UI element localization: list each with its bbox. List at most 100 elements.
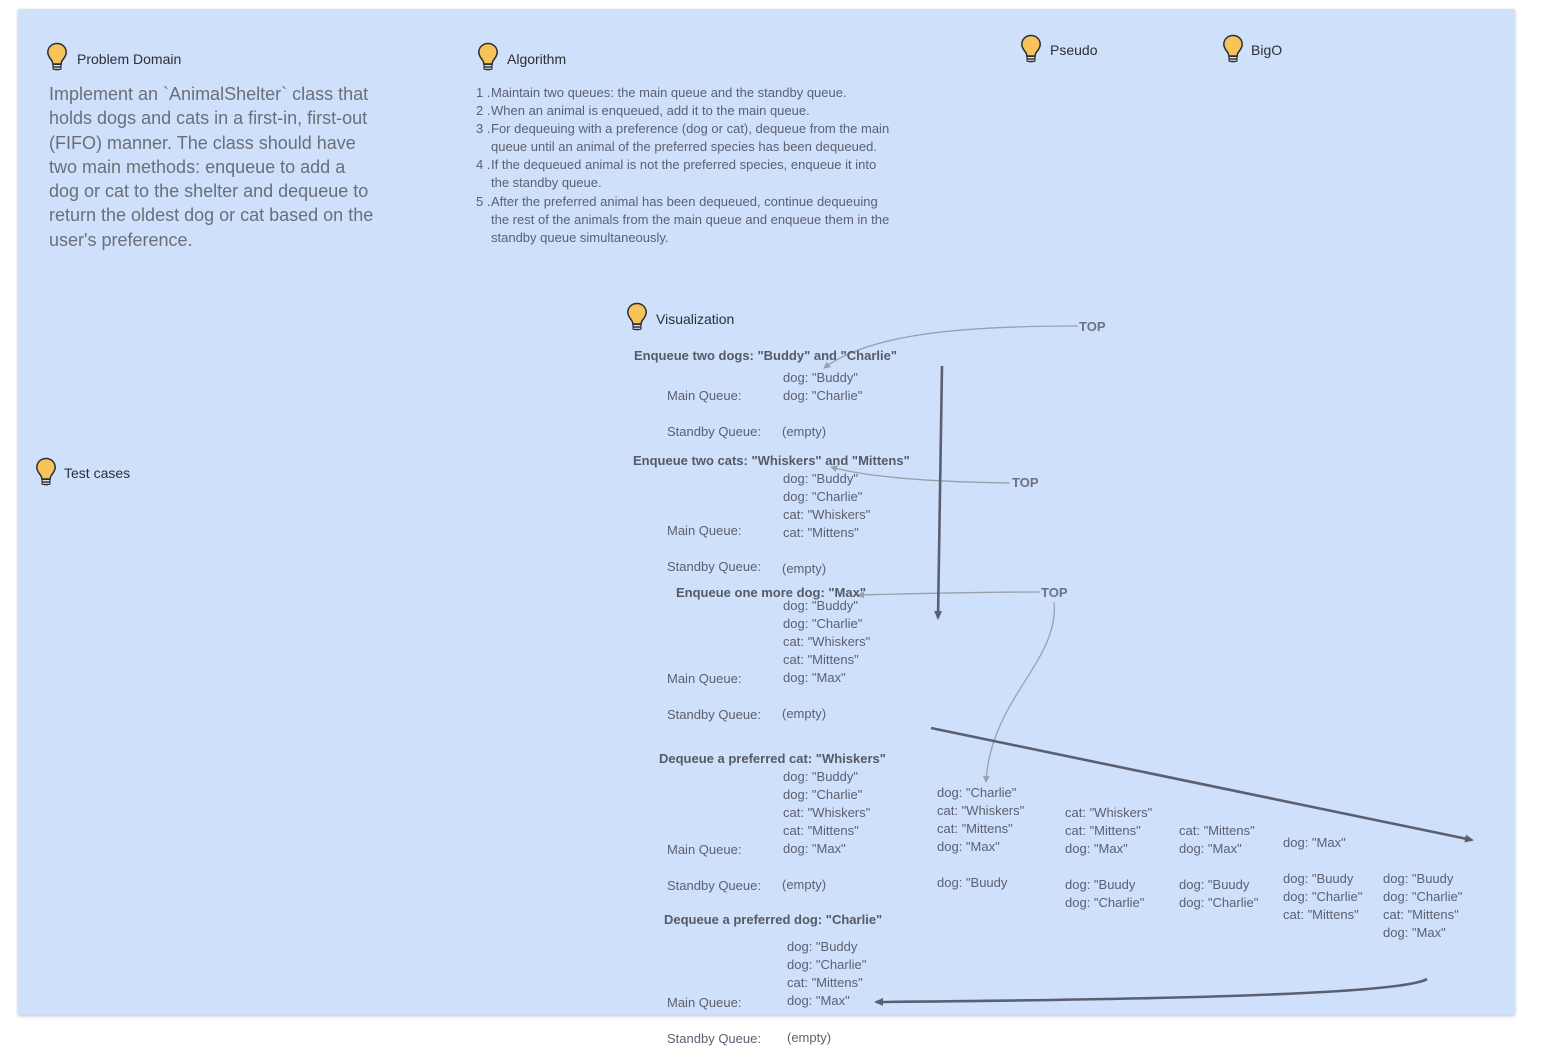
queue-item: cat: "Whiskers" — [783, 805, 871, 820]
queue-item: dog: "Max" — [783, 841, 846, 856]
main-queue-items: dog: "Buddy" dog: "Charlie" cat: "Whiske… — [783, 470, 870, 542]
step-title[interactable]: Enqueue one more dog: "Max" — [676, 585, 867, 600]
step-title[interactable]: Dequeue a preferred cat: "Whiskers" — [659, 751, 886, 766]
top-pointer-arrow[interactable] — [823, 325, 1079, 369]
section-title: Pseudo — [1050, 42, 1098, 58]
progress-main-queue: dog: "Max" — [1283, 834, 1346, 852]
queue-item: dog: "Max" — [1283, 835, 1346, 850]
standby-queue-empty: (empty) — [782, 561, 827, 576]
queue-item: dog: "Max" — [1065, 841, 1128, 856]
queue-item: cat: "Mittens" — [1065, 823, 1141, 838]
main-queue-items: dog: "Buddy" dog: "Charlie" cat: "Whiske… — [783, 597, 870, 687]
queue-item: dog: "Buudy — [1065, 877, 1136, 892]
queue-item: dog: "Max" — [787, 993, 850, 1008]
section-title: Algorithm — [507, 51, 567, 67]
section-title: Visualization — [656, 311, 735, 327]
queue-item: dog: "Max" — [1383, 925, 1446, 940]
progress-standby-queue: dog: "Buudy dog: "Charlie" — [1065, 876, 1144, 912]
progress-main-queue: cat: "Mittens" dog: "Max" — [1179, 822, 1255, 858]
step-text: For dequeuing with a preference (dog or … — [491, 121, 890, 155]
queue-item: cat: "Mittens" — [787, 975, 863, 990]
top-pointer-arrow[interactable] — [857, 591, 1041, 599]
queue-item: dog: "Max" — [937, 839, 1000, 854]
section-title: BigO — [1251, 42, 1283, 58]
flow-arrow-return[interactable] — [874, 977, 1428, 1006]
progress-standby-queue: dog: "Buudy dog: "Charlie" cat: "Mittens… — [1383, 870, 1462, 942]
queue-item: dog: "Charlie" — [1179, 895, 1259, 910]
top-pointer-arrow[interactable] — [830, 465, 1011, 484]
queue-item: dog: "Charlie" — [783, 388, 863, 403]
algorithm-step: 5 .After the preferred animal has been d… — [476, 193, 896, 247]
standby-queue-empty: (empty) — [782, 424, 827, 439]
standby-queue-empty: (empty) — [787, 1030, 832, 1045]
queue-item: dog: "Charlie" — [937, 785, 1017, 800]
main-queue-label: Main Queue: — [667, 388, 742, 403]
queue-item: dog: "Buudy — [1283, 871, 1354, 886]
standby-queue-empty: (empty) — [782, 877, 827, 892]
main-queue-items: dog: "Buddy" dog: "Charlie" — [783, 369, 862, 405]
queue-item: cat: "Mittens" — [1383, 907, 1459, 922]
queue-item: cat: "Whiskers" — [783, 507, 871, 522]
queue-item: cat: "Mittens" — [783, 525, 859, 540]
queue-item: cat: "Mittens" — [1283, 907, 1359, 922]
standby-queue-label: Standby Queue: — [667, 424, 761, 439]
queue-item: dog: "Buddy" — [783, 370, 859, 385]
progress-standby-queue: dog: "Buudy dog: "Charlie" cat: "Mittens… — [1283, 870, 1362, 924]
step-title[interactable]: Dequeue a preferred dog: "Charlie" — [664, 912, 883, 927]
step-text: After the preferred animal has been dequ… — [491, 193, 890, 245]
queue-item: dog: "Buddy — [787, 939, 858, 954]
step-text: When an animal is enqueued, add it to th… — [491, 103, 810, 119]
queue-item: cat: "Mittens" — [1179, 823, 1255, 838]
step-text: If the dequeued animal is not the prefer… — [491, 157, 877, 191]
flow-arrow-right[interactable] — [930, 726, 1474, 843]
standby-queue-label: Standby Queue: — [667, 1031, 761, 1046]
main-queue-label: Main Queue: — [667, 671, 742, 686]
standby-queue-empty: (empty) — [782, 706, 827, 721]
section-title: Test cases — [64, 465, 131, 481]
queue-item: dog: "Buudy — [937, 875, 1008, 890]
main-queue-label: Main Queue: — [667, 523, 742, 538]
step-number: 1 . — [476, 85, 491, 100]
queue-item: dog: "Charlie" — [1383, 889, 1463, 904]
flow-arrow-down[interactable] — [934, 365, 944, 620]
standby-queue-label: Standby Queue: — [667, 559, 761, 574]
progress-standby-queue: dog: "Buudy dog: "Charlie" — [1179, 876, 1258, 912]
lightbulb-icon — [1223, 34, 1243, 63]
main-queue-label: Main Queue: — [667, 995, 742, 1010]
step-text: Maintain two queues: the main queue and … — [491, 85, 847, 100]
top-pointer-label: TOP — [1012, 475, 1039, 490]
progress-main-queue: dog: "Charlie" cat: "Whiskers" cat: "Mit… — [937, 784, 1024, 856]
section-title: Problem Domain — [77, 51, 182, 67]
algorithm-step: 2 .When an animal is enqueued, add it to… — [476, 102, 896, 120]
queue-item: dog: "Max" — [783, 670, 846, 685]
main-queue-items: dog: "Buddy" dog: "Charlie" cat: "Whiske… — [783, 768, 870, 858]
step-title[interactable]: Enqueue two cats: "Whiskers" and "Mitten… — [633, 453, 910, 468]
progress-standby-queue: dog: "Buudy — [937, 874, 1007, 892]
queue-item: dog: "Buddy" — [783, 598, 859, 613]
queue-item: dog: "Charlie" — [1065, 895, 1145, 910]
queue-item: cat: "Whiskers" — [937, 803, 1025, 818]
queue-item: dog: "Buudy — [1383, 871, 1454, 886]
main-queue-label: Main Queue: — [667, 842, 742, 857]
queue-item: cat: "Mittens" — [937, 821, 1013, 836]
queue-item: cat: "Mittens" — [783, 652, 859, 667]
queue-item: dog: "Charlie" — [783, 489, 863, 504]
queue-item: dog: "Charlie" — [1283, 889, 1363, 904]
main-queue-items: dog: "Buddy dog: "Charlie" cat: "Mittens… — [787, 938, 866, 1010]
lightbulb-icon — [478, 42, 498, 71]
step-title[interactable]: Enqueue two dogs: "Buddy" and "Charlie" — [634, 348, 897, 363]
lightbulb-icon — [47, 42, 67, 71]
top-pointer-arrow[interactable] — [982, 601, 1055, 783]
whiteboard-frame — [18, 9, 1515, 1015]
lightbulb-icon — [627, 302, 647, 331]
queue-item: cat: "Mittens" — [783, 823, 859, 838]
step-number: 5 . — [476, 193, 491, 209]
step-number: 4 . — [476, 157, 491, 173]
algorithm-steps[interactable]: 1 .Maintain two queues: the main queue a… — [476, 84, 896, 247]
problem-description[interactable]: Implement an `AnimalShelter` class that … — [49, 84, 374, 250]
lightbulb-icon — [1021, 34, 1041, 63]
progress-main-queue: cat: "Whiskers" cat: "Mittens" dog: "Max… — [1065, 804, 1152, 858]
queue-item: cat: "Whiskers" — [783, 634, 871, 649]
queue-item: cat: "Whiskers" — [1065, 805, 1153, 820]
